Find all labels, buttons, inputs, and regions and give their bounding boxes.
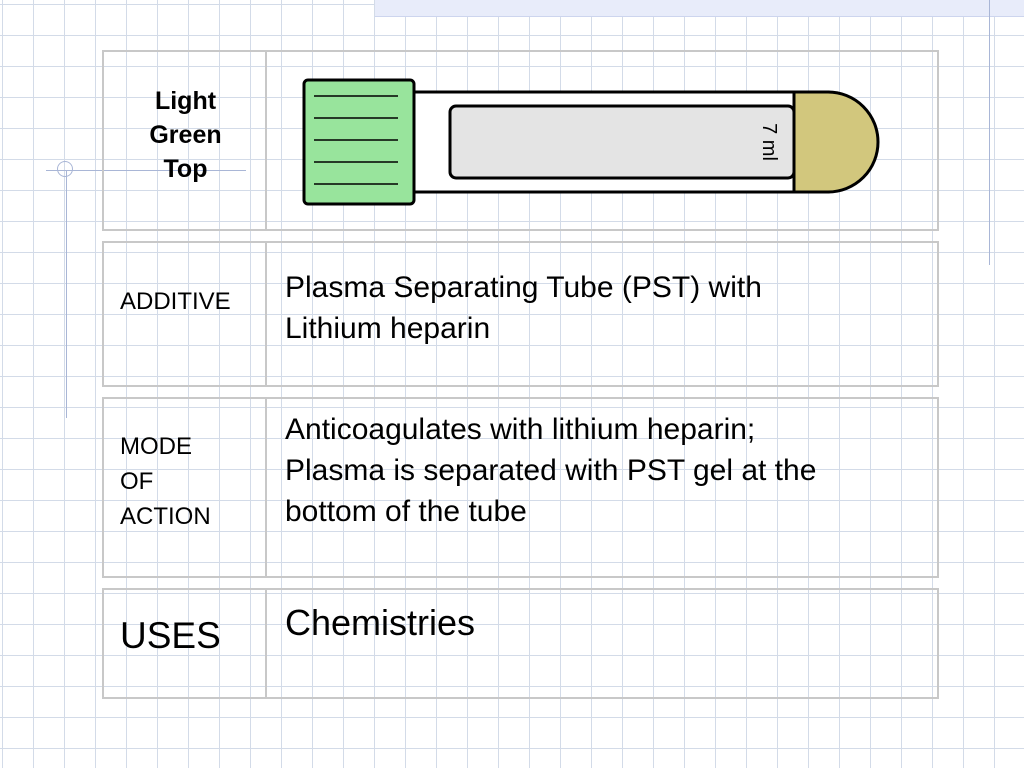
mode-label-line: MODE [120,433,192,460]
decorative-horizontal-rule [46,170,246,171]
tube-stopper [792,90,880,194]
mode-label: MODE OF ACTION [120,429,211,534]
tube-label-cell: Light Green Top [104,52,267,229]
decorative-vertical-rule-right [989,0,990,265]
mode-text: Anticoagulates with lithium heparin; Pla… [285,409,816,532]
slide-top-band [375,0,1024,17]
tube-row: Light Green Top 7 ml [102,50,939,231]
mode-of-action-row: MODE OF ACTION Anticoagulates with lithi… [102,397,939,578]
mode-label-line: ACTION [120,503,211,530]
uses-label-cell: USES [104,590,267,697]
decorative-ring-icon [57,161,73,177]
additive-label: ADDITIVE [120,288,231,315]
tube-title-line: Green [149,121,222,149]
additive-text-line: Plasma Separating Tube (PST) with [285,271,762,304]
additive-text: Plasma Separating Tube (PST) with Lithiu… [285,267,762,349]
tube-title-line: Light [154,87,217,115]
tube-volume-label: 7 ml [758,123,780,161]
mode-text-line: Plasma is separated with PST gel at the [285,454,817,487]
tube-title-line: Top [163,155,208,183]
tube-color-title: Light Green Top [104,84,267,186]
tube-cap [302,78,416,206]
additive-label-cell: ADDITIVE [104,243,267,385]
additive-text-line: Lithium heparin [285,312,491,345]
mode-text-line: bottom of the tube [285,495,527,528]
uses-row: USES Chemistries [102,588,939,699]
uses-label: USES [120,615,221,656]
tube-label-area [448,104,796,180]
blood-tube-illustration: 7 ml [302,78,880,206]
mode-label-cell: MODE OF ACTION [104,399,267,576]
mode-label-line: OF [120,468,154,495]
mode-text-line: Anticoagulates with lithium heparin; [285,413,756,446]
decorative-vertical-rule-left [66,170,67,418]
additive-row: ADDITIVE Plasma Separating Tube (PST) wi… [102,241,939,387]
uses-text: Chemistries [285,602,476,643]
